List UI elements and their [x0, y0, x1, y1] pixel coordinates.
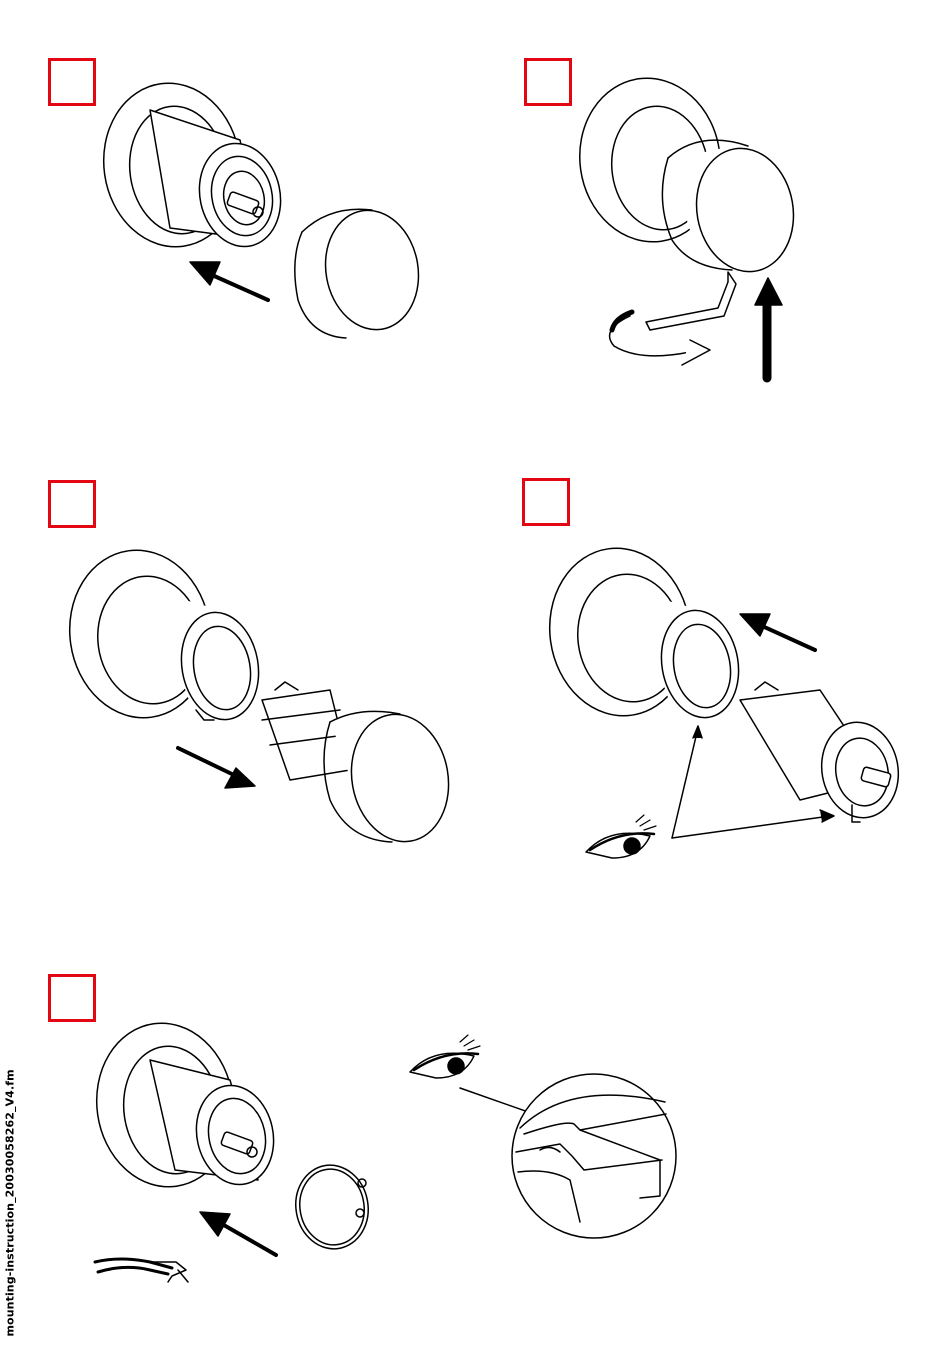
retaining-ring-icon	[289, 1159, 374, 1254]
step-3-illustration	[59, 541, 458, 849]
eye-icon	[586, 815, 656, 858]
cap-icon	[662, 140, 803, 279]
hex-key-icon	[646, 272, 736, 330]
pliers-icon	[95, 1259, 188, 1282]
detail-magnifier-icon	[512, 1074, 676, 1238]
valve-body-icon	[93, 74, 290, 255]
cap-icon	[295, 203, 428, 338]
cartridge-icon	[740, 682, 906, 824]
cap-icon	[324, 707, 458, 850]
step-1-illustration	[93, 74, 427, 338]
arrow-icon	[190, 262, 268, 300]
step-5-illustration	[86, 1014, 676, 1282]
arrow-up-icon	[755, 278, 782, 378]
step-2-illustration	[569, 69, 803, 378]
step-4-illustration	[539, 539, 906, 858]
eye-icon	[410, 1035, 480, 1078]
arrow-icon	[200, 1212, 276, 1255]
valve-body-icon	[86, 1014, 282, 1195]
valve-body-icon	[539, 539, 747, 725]
arrow-icon	[740, 614, 815, 650]
arrow-icon	[178, 748, 255, 788]
valve-body-icon	[59, 541, 267, 727]
